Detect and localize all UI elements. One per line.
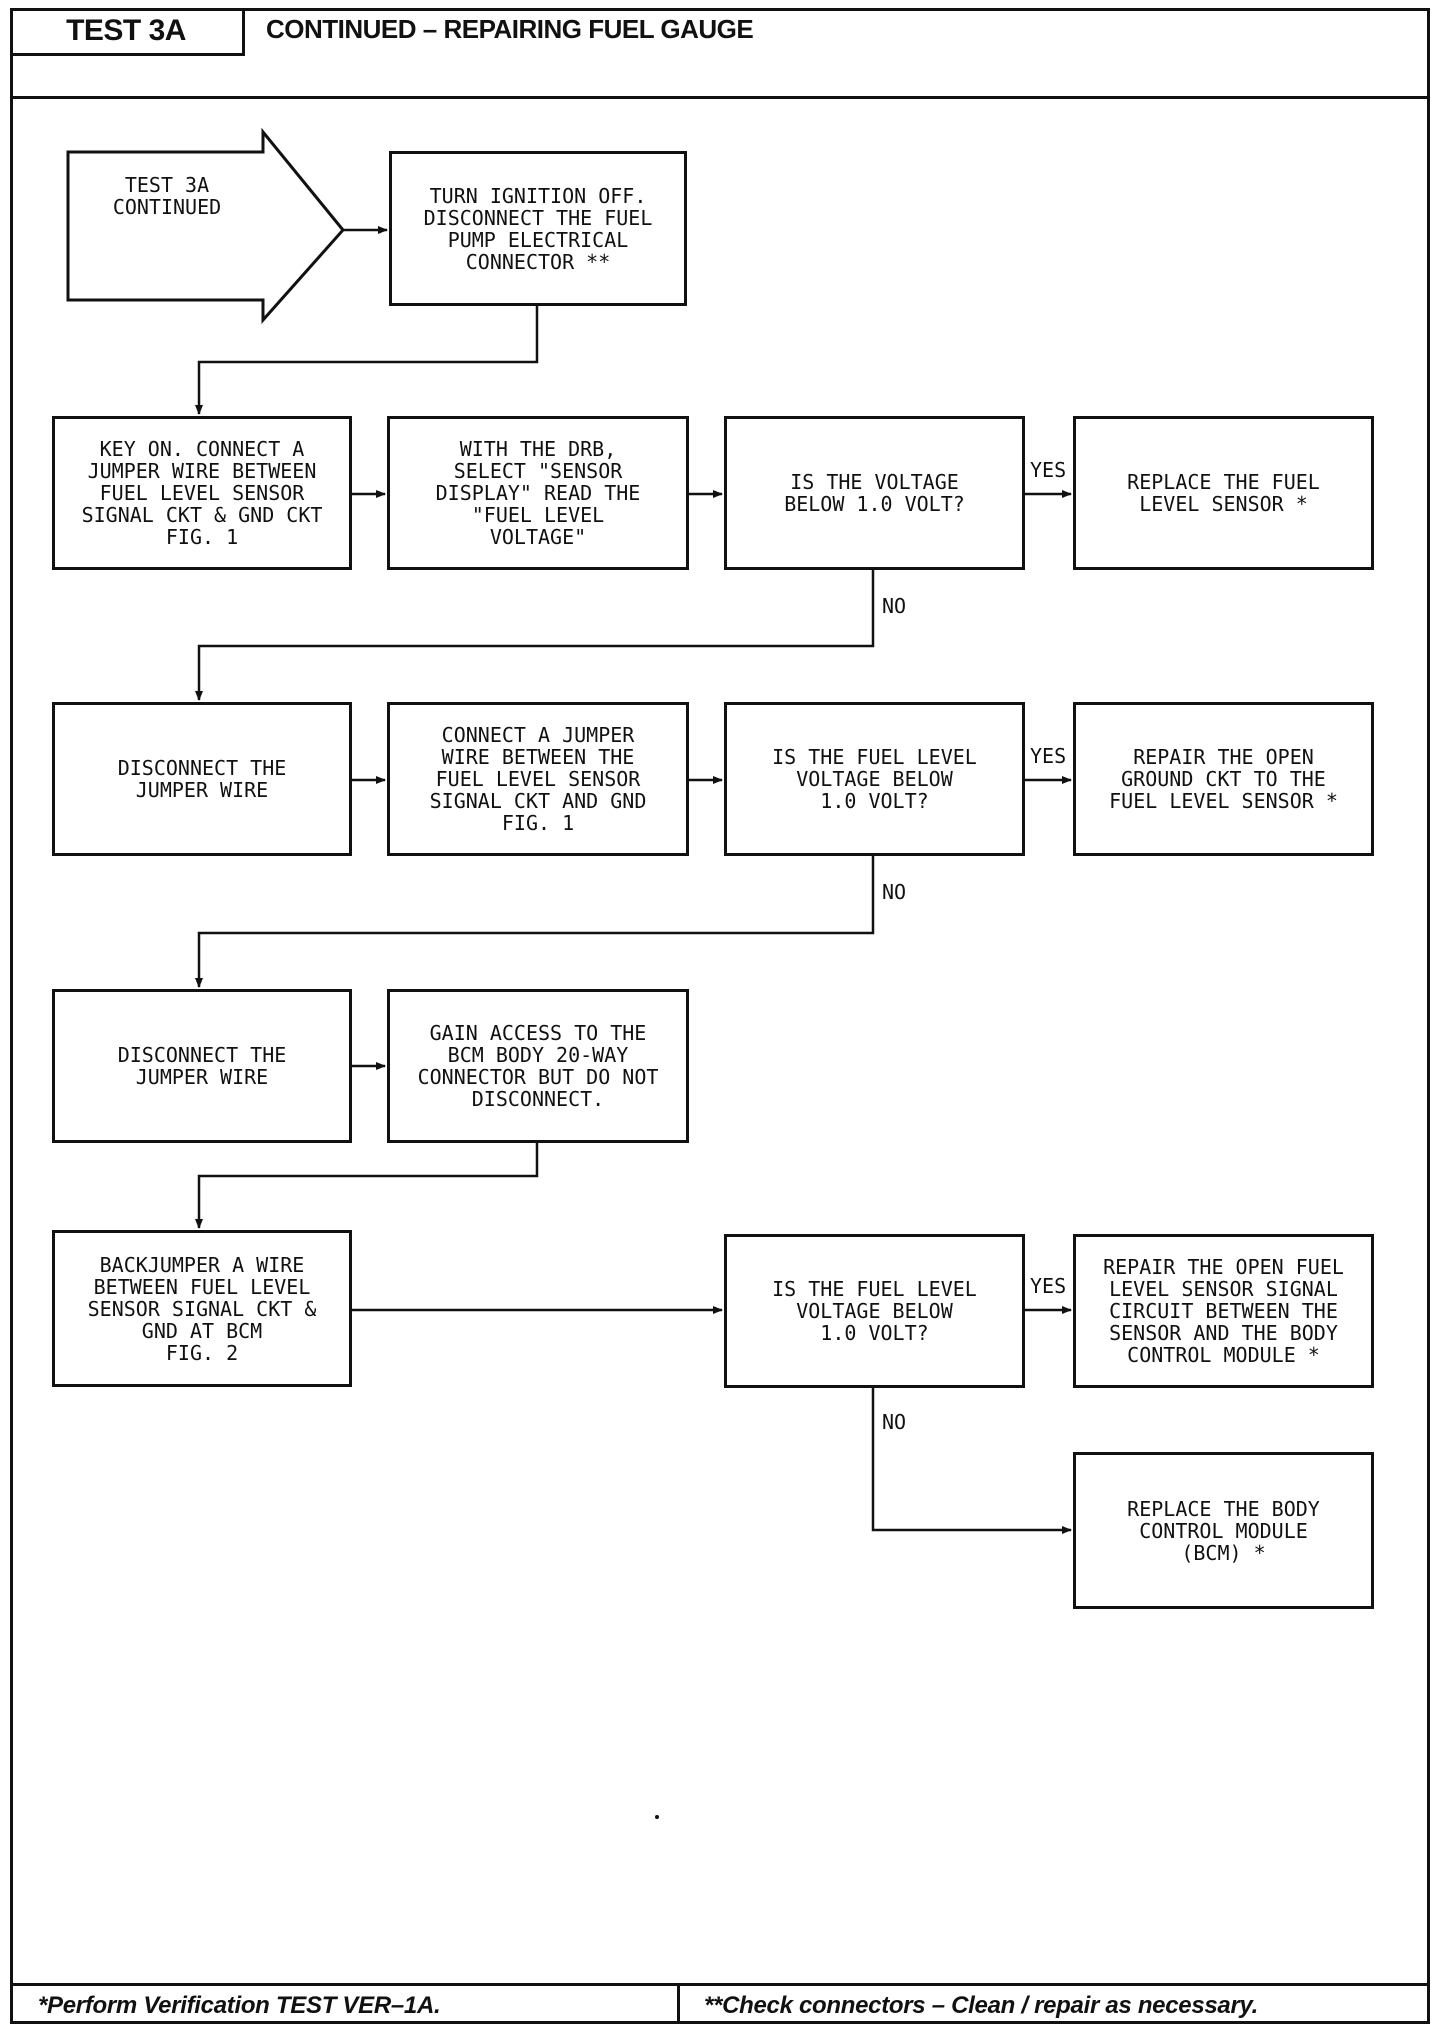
backjumper-wire-step: BACKJUMPER A WIRE BETWEEN FUEL LEVEL SEN… xyxy=(52,1230,352,1387)
drb-sensor-display-step: WITH THE DRB, SELECT "SENSOR DISPLAY" RE… xyxy=(387,416,689,570)
yes-label-2: YES xyxy=(1030,744,1067,768)
repair-open-ground-result: REPAIR THE OPEN GROUND CKT TO THE FUEL L… xyxy=(1073,702,1374,856)
no-label-3: NO xyxy=(882,1410,907,1434)
fuel-level-voltage-question-1: IS THE FUEL LEVEL VOLTAGE BELOW 1.0 VOLT… xyxy=(724,702,1025,856)
page-title: CONTINUED – REPAIRING FUEL GAUGE xyxy=(266,14,754,44)
footer-divider xyxy=(10,1983,1430,1986)
voltage-below-1v-question: IS THE VOLTAGE BELOW 1.0 VOLT? xyxy=(724,416,1025,570)
fuel-level-voltage-question-2: IS THE FUEL LEVEL VOLTAGE BELOW 1.0 VOLT… xyxy=(724,1234,1025,1388)
no-label-1: NO xyxy=(882,594,907,618)
disconnect-jumper-step-2: DISCONNECT THE JUMPER WIRE xyxy=(52,989,352,1143)
footer-column-divider xyxy=(677,1983,680,2024)
verification-note: *Perform Verification TEST VER–1A. xyxy=(38,1992,441,2019)
header-divider xyxy=(10,96,1430,99)
connect-jumper-ground-step: CONNECT A JUMPER WIRE BETWEEN THE FUEL L… xyxy=(387,702,689,856)
replace-bcm-result: REPLACE THE BODY CONTROL MODULE (BCM) * xyxy=(1073,1452,1374,1609)
bcm-connector-access-step: GAIN ACCESS TO THE BCM BODY 20-WAY CONNE… xyxy=(387,989,689,1143)
replace-fuel-level-sensor-result: REPLACE THE FUEL LEVEL SENSOR * xyxy=(1073,416,1374,570)
test-id-label: TEST 3A xyxy=(10,8,245,56)
page-frame xyxy=(10,8,1430,2024)
start-marker: TEST 3A CONTINUED xyxy=(112,173,222,219)
key-on-jumper-step: KEY ON. CONNECT A JUMPER WIRE BETWEEN FU… xyxy=(52,416,352,570)
yes-label-1: YES xyxy=(1030,458,1067,482)
yes-label-3: YES xyxy=(1030,1274,1067,1298)
disconnect-jumper-step-1: DISCONNECT THE JUMPER WIRE xyxy=(52,702,352,856)
no-label-2: NO xyxy=(882,880,907,904)
repair-open-signal-circuit-result: REPAIR THE OPEN FUEL LEVEL SENSOR SIGNAL… xyxy=(1073,1234,1374,1388)
connector-note: **Check connectors – Clean / repair as n… xyxy=(704,1992,1259,2019)
turn-ignition-off-step: TURN IGNITION OFF. DISCONNECT THE FUEL P… xyxy=(389,151,687,306)
start-arrow-shape xyxy=(66,127,345,324)
